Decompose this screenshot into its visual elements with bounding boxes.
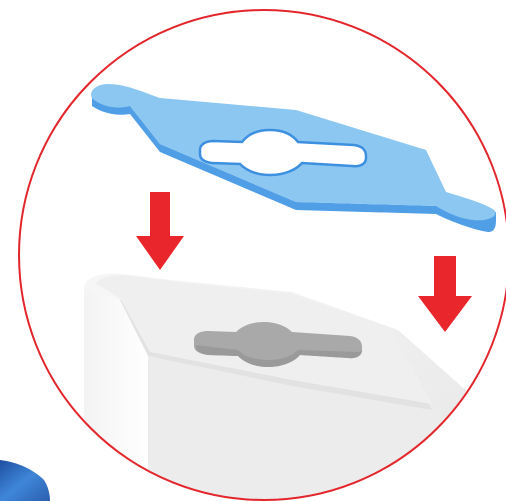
background-corner-shape xyxy=(0,460,50,501)
